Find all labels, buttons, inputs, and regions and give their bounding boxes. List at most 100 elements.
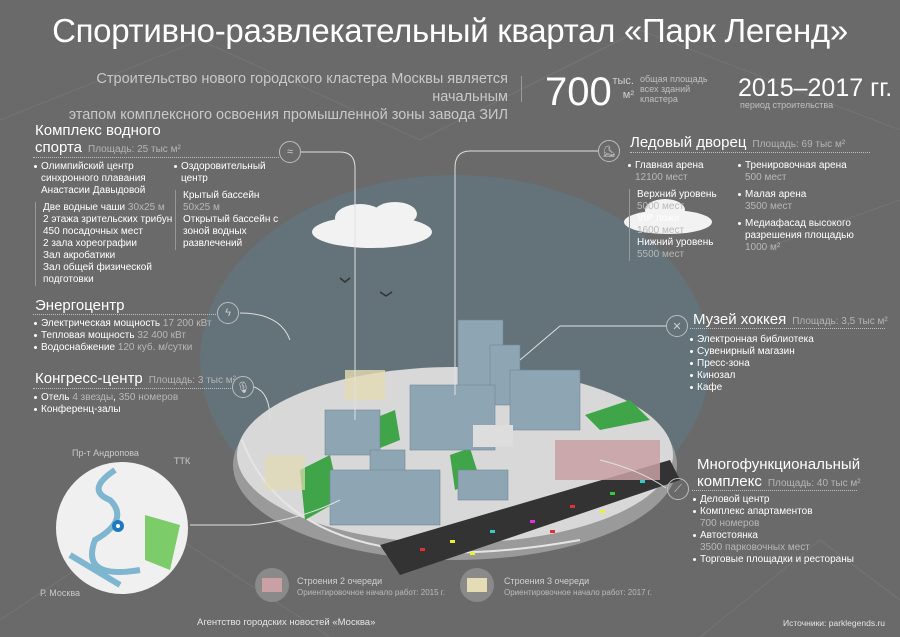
list-value: 3500 мест bbox=[745, 201, 793, 212]
dotted-divider bbox=[33, 157, 279, 158]
legend-swatches bbox=[255, 568, 494, 602]
list-item: Комплекс апартаментов bbox=[693, 506, 854, 518]
legend-desc: Ориентировочное начало работ: 2017 г. bbox=[504, 588, 652, 597]
list-item: Олимпийский центр синхронного плавания А… bbox=[34, 161, 174, 197]
hockey-sticks-icon: ✕ bbox=[666, 315, 688, 337]
map-label-river: Р. Москва bbox=[40, 588, 81, 598]
road bbox=[380, 460, 680, 575]
cars bbox=[420, 480, 645, 555]
dotted-divider bbox=[33, 388, 231, 389]
section-title: Ледовый дворец bbox=[630, 134, 747, 151]
list-value: 3500 парковочных мест bbox=[700, 542, 810, 553]
list-item: 450 посадочных мест bbox=[43, 226, 143, 237]
area-value: 700 bbox=[545, 70, 612, 114]
skate-icon: ⛸ bbox=[598, 140, 620, 162]
years-description: период строительства bbox=[740, 100, 834, 110]
area-unit: тыс.м² bbox=[598, 74, 634, 102]
list-item: Зал общей физической подготовки bbox=[43, 262, 152, 285]
section-title: Музей хоккея bbox=[693, 311, 787, 328]
connector-lines bbox=[190, 150, 667, 526]
agency-credit: Агентство городских новостей «Москва» bbox=[197, 617, 376, 628]
list-value: 5500 мест bbox=[637, 249, 685, 260]
list-item: Водоснабжение 120 куб. м/сутки bbox=[34, 342, 212, 354]
lightning-icon: ϟ bbox=[217, 302, 239, 324]
energy-title: Энергоцентр bbox=[35, 297, 125, 314]
section-area: Площадь: 69 тыс м² bbox=[752, 139, 846, 150]
ice-col2: Тренировочная арена 500 мест Малая арена… bbox=[738, 160, 868, 254]
ice-section: Ледовый дворец Площадь: 69 тыс м² bbox=[630, 134, 845, 153]
section-title: Конгресс-центр bbox=[35, 370, 143, 387]
construction-years: 2015–2017 гг. bbox=[738, 74, 893, 102]
list-value: 500 мест bbox=[745, 172, 787, 183]
list-value: 1600 мест bbox=[637, 225, 685, 236]
list-item: VIP ложи bbox=[637, 213, 680, 224]
sources-credit: Источники: parklegends.ru bbox=[783, 618, 885, 628]
list-item: 2 этажа зрительских трибун bbox=[43, 214, 173, 225]
swimmer-icon: ≈ bbox=[279, 141, 301, 163]
list-item: Конференц-залы bbox=[34, 404, 178, 416]
list-item: Электрическая мощность 17 200 кВт bbox=[34, 318, 212, 330]
list-item: Зал акробатики bbox=[43, 250, 116, 261]
list-item: Оздоровительный центр bbox=[174, 161, 284, 185]
water-col1: Олимпийский центр синхронного плавания А… bbox=[34, 161, 174, 286]
section-area: Площадь: 3,5 тыс м² bbox=[792, 316, 888, 327]
legend-desc: Ориентировочное начало работ: 2015 г. bbox=[297, 588, 445, 597]
list-item: Отель 4 звезды, 350 номеров bbox=[34, 392, 178, 404]
legend-item-stage2: Строения 2 очереди Ориентировочное начал… bbox=[297, 576, 445, 598]
list-item: 2 зала хореографии bbox=[43, 238, 137, 249]
list-item: Малая арена bbox=[738, 189, 868, 201]
list-item: Сувенирный магазин bbox=[690, 346, 814, 358]
congress-list: Отель 4 звезды, 350 номеров Конференц-за… bbox=[34, 392, 178, 416]
dotted-divider bbox=[690, 328, 885, 329]
section-title: комплекс bbox=[697, 473, 762, 490]
list-item: Две водные чаши 30x25 м bbox=[43, 202, 165, 213]
list-value: 1000 м² bbox=[745, 242, 781, 253]
museum-section: Музей хоккея Площадь: 3,5 тыс м² bbox=[693, 311, 888, 330]
list-item: Крытый бассейн 50x25 м bbox=[183, 190, 260, 213]
dotted-divider bbox=[33, 314, 216, 315]
section-title: Многофункциональный bbox=[697, 456, 861, 473]
legend-title: Строения 3 очереди bbox=[504, 576, 590, 586]
dotted-divider bbox=[630, 152, 870, 153]
dotted-divider bbox=[692, 490, 857, 491]
section-title: Комплекс водного bbox=[35, 122, 161, 139]
list-item: Кинозал bbox=[690, 370, 814, 382]
legend-item-stage3: Строения 3 очереди Ориентировочное начал… bbox=[504, 576, 652, 598]
museum-list: Электронная библиотека Сувенирный магази… bbox=[690, 334, 814, 394]
list-item: Пресс-зона bbox=[690, 358, 814, 370]
clouds bbox=[312, 199, 712, 248]
list-item: Электронная библиотека bbox=[690, 334, 814, 346]
intro-line: этапом комплексного освоения промышленно… bbox=[68, 107, 508, 123]
list-item: Медиафасад высокого разрешения площадью bbox=[738, 218, 868, 242]
list-item: Тренировочная арена bbox=[738, 160, 868, 172]
location-map bbox=[56, 462, 188, 594]
birds bbox=[339, 277, 393, 297]
list-item: Главная арена bbox=[628, 160, 738, 172]
section-area: Площадь: 40 тыс м² bbox=[767, 478, 861, 489]
escalator-icon: ⟋ bbox=[667, 478, 689, 500]
map-label-avenue: Пр-т Андропова bbox=[72, 448, 139, 458]
list-item: Автостоянка bbox=[693, 530, 854, 542]
section-area: Площадь: 3 тыс м² bbox=[148, 375, 236, 386]
page-title: Спортивно-развлекательный квартал «Парк … bbox=[52, 12, 848, 49]
list-item: Нижний уровень bbox=[637, 237, 714, 248]
list-item: Открытый бассейн с зоной водных развлече… bbox=[183, 214, 279, 249]
area-description: общая площадь всех зданий кластера bbox=[640, 74, 708, 104]
list-value: 700 номеров bbox=[700, 518, 760, 529]
legend-title: Строения 2 очереди bbox=[297, 576, 383, 586]
list-item: Деловой центр bbox=[693, 494, 854, 506]
map-label-ring: ТТК bbox=[174, 456, 191, 466]
list-value: 12100 мест bbox=[635, 172, 688, 183]
buildings bbox=[324, 319, 581, 526]
congress-section: Конгресс-центр Площадь: 3 тыс м² bbox=[35, 370, 236, 389]
intro-text: Строительство нового городского кластера… bbox=[20, 70, 508, 124]
list-item: Торговые площадки и рестораны bbox=[693, 554, 854, 566]
section-title: спорта bbox=[35, 139, 83, 156]
multi-list: Деловой центр Комплекс апартаментов 700 … bbox=[693, 494, 854, 566]
list-item: Верхний уровень bbox=[637, 189, 717, 200]
multi-section: Многофункциональный комплекс Площадь: 40 … bbox=[697, 456, 861, 492]
list-item: Кафе bbox=[690, 382, 814, 394]
water-col2: Оздоровительный центр Крытый бассейн 50x… bbox=[174, 161, 284, 250]
list-item: Тепловая мощность 32 400 кВт bbox=[34, 330, 212, 342]
